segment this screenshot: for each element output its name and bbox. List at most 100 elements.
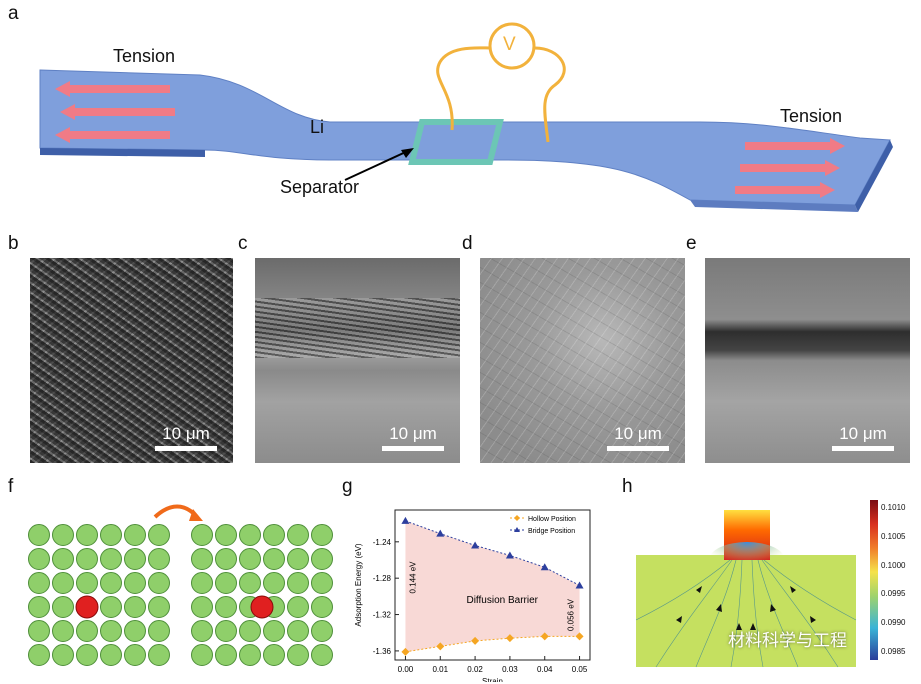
li-atom	[100, 620, 122, 642]
li-atom	[52, 620, 74, 642]
li-atom	[239, 524, 261, 546]
panel-label-g: g	[342, 476, 353, 497]
li-atom	[287, 620, 309, 642]
x-tick-label: 0.00	[398, 665, 414, 674]
li-atom	[215, 572, 237, 594]
li-atom	[28, 620, 50, 642]
hollow-point	[471, 636, 480, 645]
simulation-field-map	[636, 510, 857, 668]
li-atom	[287, 548, 309, 570]
legend-label-0: Hollow Position	[528, 516, 576, 523]
hollow-point	[436, 642, 445, 651]
legend-marker-1	[514, 527, 520, 532]
li-atom	[215, 548, 237, 570]
legend-label-1: Bridge Position	[528, 528, 575, 535]
li-atom	[287, 644, 309, 666]
li-atom	[263, 524, 285, 546]
li-atom	[191, 572, 213, 594]
sem-image-b: 10 μm	[30, 258, 233, 463]
colorbar-tick-label: 0.1010	[881, 503, 906, 512]
separator-frame	[408, 119, 504, 165]
panel-label-f: f	[8, 476, 14, 497]
li-label: Li	[310, 117, 325, 137]
bridge-point	[471, 541, 480, 549]
li-atom	[148, 572, 170, 594]
li-atom	[76, 644, 98, 666]
li-atom	[124, 572, 146, 594]
right-gap-annotation: 0.056 eV	[567, 598, 576, 631]
li-atom	[239, 548, 261, 570]
li-atom	[52, 548, 74, 570]
panel-label-c: c	[238, 233, 248, 254]
li-atom	[287, 572, 309, 594]
li-atom	[100, 644, 122, 666]
y-tick-label: -1.24	[373, 538, 392, 547]
li-atom	[100, 596, 122, 618]
li-atom	[215, 596, 237, 618]
li-atom	[263, 620, 285, 642]
hollow-point	[401, 647, 410, 656]
x-axis-label: Strain	[482, 677, 503, 682]
bridge-point	[436, 529, 445, 537]
panel-label-b: b	[8, 233, 19, 254]
flux-arrows	[676, 586, 816, 630]
li-atom	[28, 644, 50, 666]
li-atom	[28, 596, 50, 618]
bridge-point	[540, 563, 549, 571]
voltmeter-label: V	[503, 34, 516, 55]
li-atom	[148, 644, 170, 666]
colorbar-tick-label: 0.1000	[881, 560, 906, 570]
x-tick-label: 0.01	[432, 665, 448, 674]
li-atom	[100, 548, 122, 570]
li-atom	[148, 596, 170, 618]
colorbar-tick-label: 0.0995	[881, 589, 906, 599]
li-atom	[124, 548, 146, 570]
diffusion-barrier-fill	[405, 520, 580, 652]
li-atom	[148, 524, 170, 546]
x-tick-label: 0.03	[502, 665, 518, 674]
hop-arrow	[153, 504, 199, 519]
li-atom	[148, 620, 170, 642]
li-atom	[191, 596, 213, 618]
y-tick-label: -1.28	[373, 574, 392, 583]
panel-label-h: h	[622, 476, 633, 497]
series-line-1	[405, 520, 580, 586]
left-gap-annotation: 0.144 eV	[408, 561, 417, 594]
panel-label-d: d	[462, 233, 473, 254]
hollow-point	[540, 632, 549, 641]
li-atom	[28, 572, 50, 594]
scale-bar-e: 10 μm	[832, 424, 894, 451]
li-atom	[311, 548, 333, 570]
scale-bar-c: 10 μm	[382, 424, 444, 451]
li-atom	[124, 524, 146, 546]
bridge-point	[575, 581, 584, 589]
li-atom	[287, 524, 309, 546]
li-atom	[52, 644, 74, 666]
li-atom	[191, 644, 213, 666]
hollow-point	[575, 632, 584, 641]
adatom	[250, 595, 274, 619]
bridge-point	[505, 551, 514, 559]
li-atom	[124, 644, 146, 666]
y-axis-label: Adsorption Energy (eV)	[354, 543, 363, 626]
scale-bar-d: 10 μm	[607, 424, 669, 451]
separator-label: Separator	[280, 177, 360, 197]
li-atom	[311, 572, 333, 594]
li-atom	[263, 644, 285, 666]
sem-image-c: 10 μm	[255, 258, 460, 463]
panel-label-e: e	[686, 233, 697, 254]
li-strip-schematic	[39, 22, 893, 212]
x-tick-label: 0.02	[467, 665, 483, 674]
li-atom	[76, 620, 98, 642]
adatom	[75, 595, 99, 619]
bridge-point	[401, 516, 410, 524]
li-atom	[311, 524, 333, 546]
li-atom	[191, 620, 213, 642]
li-atom	[124, 620, 146, 642]
li-atom	[263, 572, 285, 594]
li-atom	[287, 596, 309, 618]
hop-arrowhead	[189, 509, 203, 521]
voltmeter-wire-left	[436, 46, 491, 131]
